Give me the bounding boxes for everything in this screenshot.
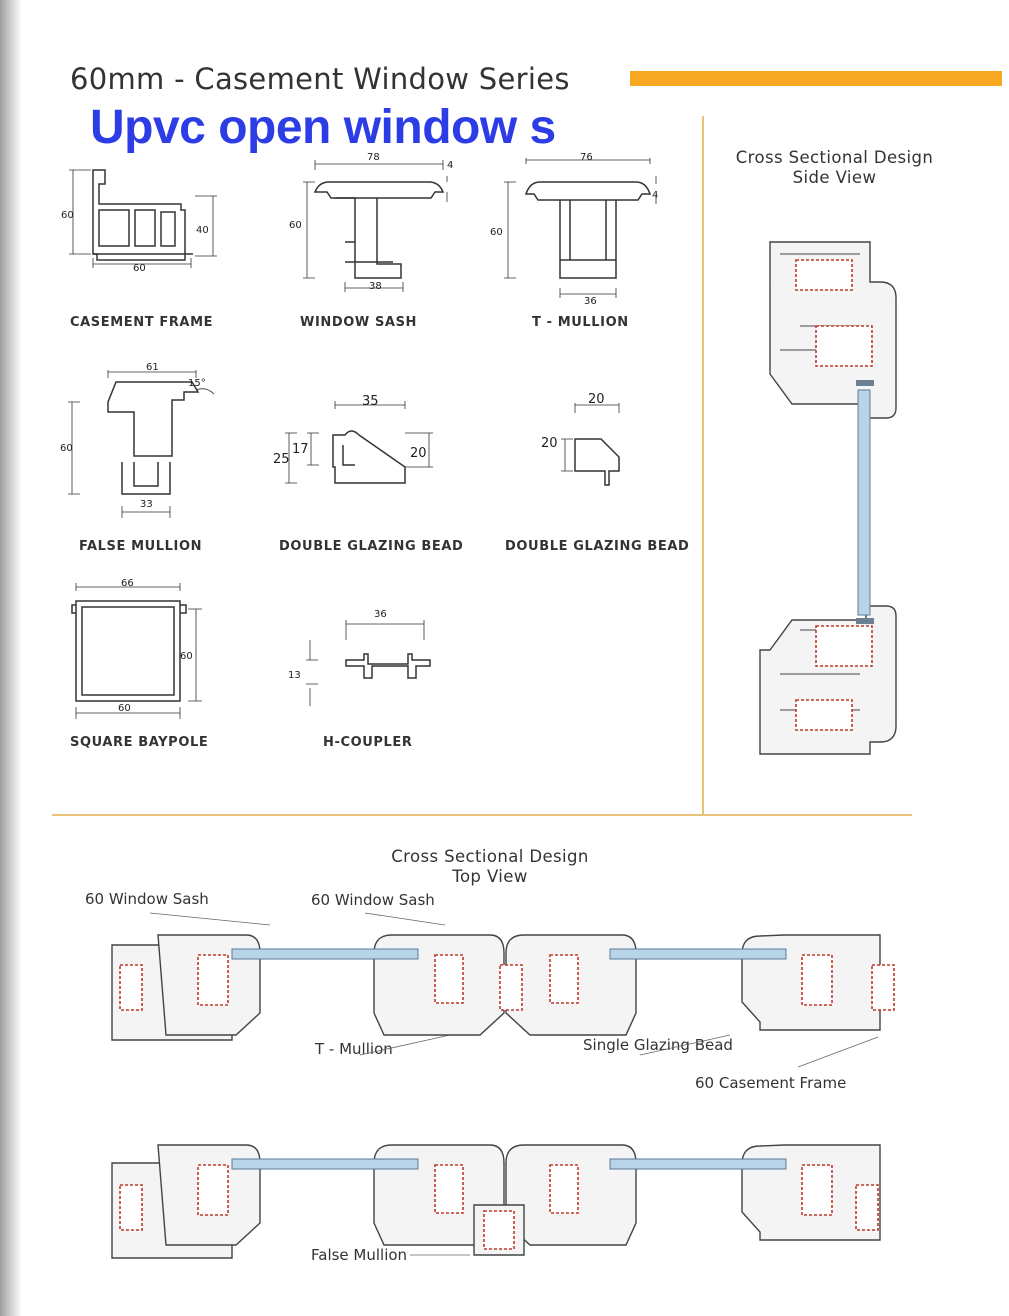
page-edge-shadow — [0, 0, 22, 1316]
dim-tmullion-height: 60 — [490, 227, 503, 238]
top-view-title: Cross Sectional Design Top View — [360, 847, 620, 887]
dim-single-bead-lip: 17 — [292, 442, 309, 457]
side-view-title-line1: Cross Sectional Design — [735, 148, 934, 167]
label-casement-frame: CASEMENT FRAME — [70, 315, 214, 330]
label-single-glazing-bead: DOUBLE GLAZING BEAD — [279, 539, 464, 554]
window-sash-drawing: 78 4 60 38 — [289, 152, 453, 292]
h-coupler-drawing: 36 13 — [288, 609, 431, 706]
callout-window-sash-left: 60 Window Sash — [85, 890, 209, 908]
dim-false-mullion-width: 61 — [146, 362, 159, 373]
top-view-title-line1: Cross Sectional Design — [391, 847, 589, 866]
square-baypole-drawing: 66 60 60 — [71, 578, 202, 719]
dim-baypole-height: 60 — [180, 651, 193, 662]
dim-baypole-base: 60 — [118, 703, 131, 714]
title-accent-bar — [630, 71, 1002, 86]
callout-t-mullion: T - Mullion — [315, 1040, 393, 1058]
dim-false-mullion-height: 60 — [60, 443, 73, 454]
dim-single-bead-depth: 20 — [410, 446, 427, 461]
dim-tmullion-base: 36 — [584, 296, 597, 307]
single-glazing-bead-drawing: 35 17 25 20 — [273, 394, 433, 484]
dim-casement-width: 60 — [133, 263, 146, 274]
double-glazing-bead-drawing: 20 20 — [541, 392, 620, 486]
top-view-title-line2: Top View — [452, 867, 528, 886]
dim-false-mullion-base: 33 — [140, 499, 153, 510]
top-view-cross-section-2 — [111, 1144, 881, 1259]
t-mullion-drawing: 76 4 60 36 — [490, 152, 658, 307]
dim-hcoupler-height: 13 — [288, 670, 301, 681]
dim-casement-height: 60 — [61, 210, 74, 221]
dim-baypole-width: 66 — [121, 578, 134, 589]
dim-false-mullion-angle: 15° — [188, 378, 206, 389]
side-view-cross-section — [759, 241, 897, 755]
page-title: 60mm - Casement Window Series — [70, 62, 570, 96]
callout-casement-frame: 60 Casement Frame — [695, 1074, 847, 1092]
label-t-mullion: T - MULLION — [532, 315, 629, 330]
label-window-sash: WINDOW SASH — [300, 315, 418, 330]
callout-false-mullion: False Mullion — [311, 1246, 408, 1264]
page-subtitle: Upvc open window s — [90, 101, 556, 154]
callout-window-sash-middle: 60 Window Sash — [311, 891, 435, 909]
false-mullion-drawing: 61 15° 60 33 — [60, 362, 215, 518]
dim-sash-width: 78 — [367, 152, 380, 163]
horizontal-divider — [52, 814, 912, 816]
label-double-glazing-bead: DOUBLE GLAZING BEAD — [505, 539, 690, 554]
dim-single-bead-width: 35 — [362, 394, 379, 409]
vertical-divider — [702, 116, 704, 816]
dim-casement-inner: 40 — [196, 225, 209, 236]
side-view-title: Cross Sectional Design Side View — [712, 148, 957, 188]
dim-sash-height: 60 — [289, 220, 302, 231]
dim-tmullion-width: 76 — [580, 152, 593, 163]
top-view-cross-section-1 — [111, 912, 895, 1068]
label-square-baypole: SQUARE BAYPOLE — [70, 735, 209, 750]
label-false-mullion: FALSE MULLION — [79, 539, 203, 554]
side-view-title-line2: Side View — [792, 168, 877, 187]
dim-sash-lip: 4 — [447, 160, 453, 171]
dim-tmullion-lip: 4 — [652, 190, 658, 201]
dim-double-bead-height: 20 — [541, 436, 558, 451]
dim-single-bead-height: 25 — [273, 452, 290, 467]
casement-frame-drawing: 60 40 60 — [61, 169, 217, 274]
dim-hcoupler-width: 36 — [374, 609, 387, 620]
label-h-coupler: H-COUPLER — [323, 735, 413, 750]
dim-sash-base: 38 — [369, 281, 382, 292]
dim-double-bead-width: 20 — [588, 392, 605, 407]
callout-single-glazing-bead: Single Glazing Bead — [583, 1036, 733, 1054]
